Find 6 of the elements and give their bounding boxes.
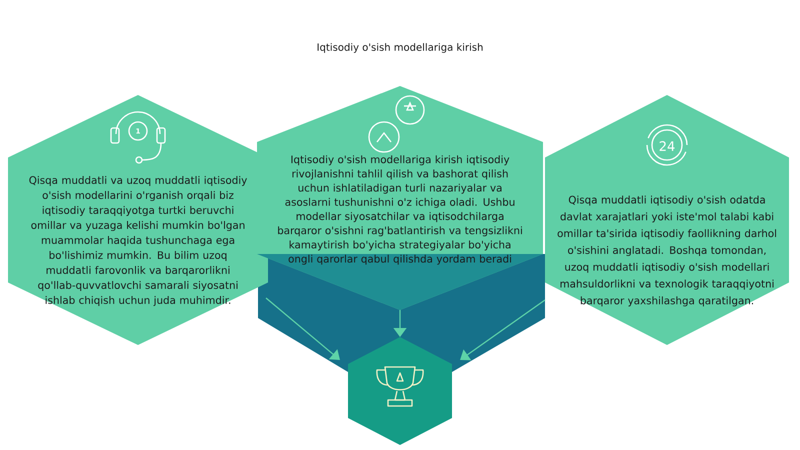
hexagon [348,337,452,445]
arrow [266,298,340,360]
node-label: Iqtisodiy o'sish modellariga kirish iqtisodiy rivojlanishni tahlil qilish va bashorat qilish uchun ishlatiladigan turli nazariyalar va asoslarni tushunishni o'z ichiga oladi. Ushbu modellar siyosatchilar va iqtisodchilarga barqaror o'sishni rag'batlantirish va tengsizlikni kamaytirish bo'yicha strategiyalar bo'yicha ongli qarorlar qabul qilishda yordam beradi [278,155,522,265]
arrow [460,300,546,360]
text-hexagon: Iqtisodiy o'sish modellariga kirish iqtisodiy rivojlanishni tahlil qilish va bashorat qilish uchun ishlatiladigan turli nazariyalar va asoslarni tushunishni o'z ichiga oladi. Ushbu modellar siyosatchilar va iqtisodchilarga barqaror o'sishni rag'batlantirish va tengsizlikni kamaytirish bo'yicha strategiyalar bo'yicha ongli qarorlar qabul qilishda yordam beradi [257,86,543,310]
title: Iqtisodiy o'sish modellariga kirish [318,43,483,53]
